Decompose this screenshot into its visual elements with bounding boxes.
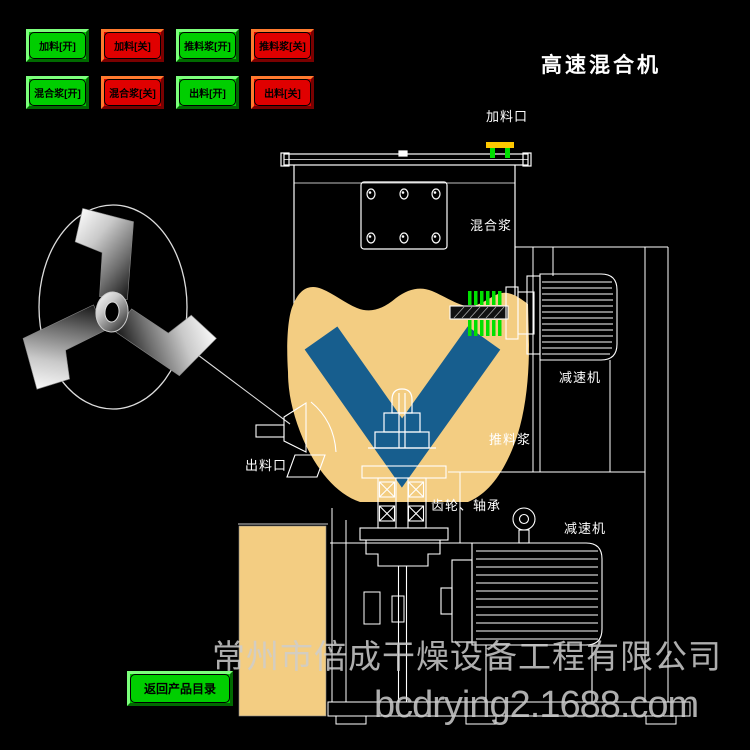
motor-bottom bbox=[440, 507, 603, 702]
pusher-shaft bbox=[449, 286, 535, 340]
mixer-tank bbox=[280, 150, 532, 318]
impeller-detail-view bbox=[22, 204, 291, 425]
feed-port-icon bbox=[486, 142, 514, 158]
button-feed-on[interactable]: 加料[开] bbox=[26, 29, 89, 62]
coupling-stripes bbox=[468, 291, 502, 336]
agitator-hub bbox=[368, 388, 436, 449]
back-to-catalog-button[interactable]: 返回产品目录 bbox=[127, 671, 233, 706]
button-feed-off-label: 加料[关] bbox=[104, 32, 161, 59]
panel-bolts bbox=[366, 188, 441, 244]
button-feed-off[interactable]: 加料[关] bbox=[101, 29, 164, 62]
page-title: 高速混合机 bbox=[541, 54, 661, 77]
back-to-catalog-label: 返回产品目录 bbox=[130, 674, 230, 703]
button-mixer-on[interactable]: 混合浆[开] bbox=[26, 76, 89, 109]
machine-frame bbox=[327, 246, 691, 725]
label-feed-port: 加料口 bbox=[486, 109, 529, 124]
discharge-chute bbox=[255, 401, 337, 478]
button-feed-on-label: 加料[开] bbox=[29, 32, 86, 59]
label-discharge-port: 出料口 bbox=[245, 458, 288, 473]
button-mixer-off-label: 混合浆[关] bbox=[104, 79, 161, 106]
button-discharge-on-label: 出料[开] bbox=[179, 79, 236, 106]
button-discharge-off-label: 出料[关] bbox=[254, 79, 311, 106]
material-and-funnel bbox=[287, 286, 529, 502]
label-gear-bearing: 齿轮、轴承 bbox=[431, 498, 502, 513]
bearing-assembly bbox=[359, 465, 449, 702]
button-mixer-on-label: 混合浆[开] bbox=[29, 79, 86, 106]
label-reducer-bottom: 减速机 bbox=[564, 521, 607, 536]
label-pushing-paddle: 推料浆 bbox=[489, 432, 532, 447]
motor-top bbox=[526, 273, 618, 361]
button-mixer-off[interactable]: 混合浆[关] bbox=[101, 76, 164, 109]
button-discharge-off[interactable]: 出料[关] bbox=[251, 76, 314, 109]
button-pusher-on-label: 推料浆[开] bbox=[179, 32, 236, 59]
label-mixing-paddle: 混合浆 bbox=[470, 218, 513, 233]
impeller-icon bbox=[22, 207, 217, 390]
label-reducer-top: 减速机 bbox=[559, 370, 602, 385]
button-pusher-on[interactable]: 推料浆[开] bbox=[176, 29, 239, 62]
button-pusher-off[interactable]: 推料浆[关] bbox=[251, 29, 314, 62]
button-discharge-on[interactable]: 出料[开] bbox=[176, 76, 239, 109]
side-container bbox=[238, 523, 328, 717]
control-button-grid: 加料[开] 加料[关] 推料浆[开] 推料浆[关] 混合浆[开] 混合浆[关] … bbox=[26, 29, 314, 109]
button-pusher-off-label: 推料浆[关] bbox=[254, 32, 311, 59]
